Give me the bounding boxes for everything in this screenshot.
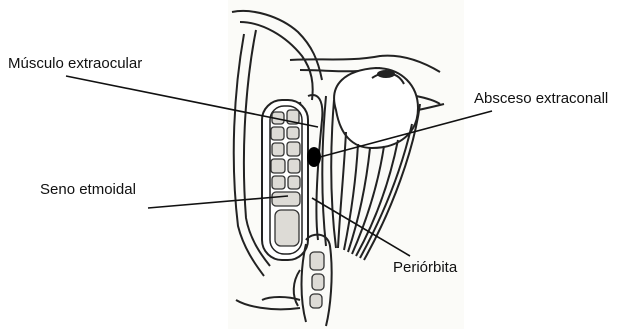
abscess-mark (307, 147, 321, 167)
cornea-mark (377, 70, 395, 78)
label-periorbita: Periórbita (393, 260, 457, 275)
label-seno-etmoidal: Seno etmoidal (40, 182, 136, 197)
label-musculo-extraocular: Músculo extraocular (8, 56, 142, 71)
label-absceso-extraconal: Absceso extraconall (474, 91, 608, 106)
maxillary-cells (310, 252, 324, 308)
